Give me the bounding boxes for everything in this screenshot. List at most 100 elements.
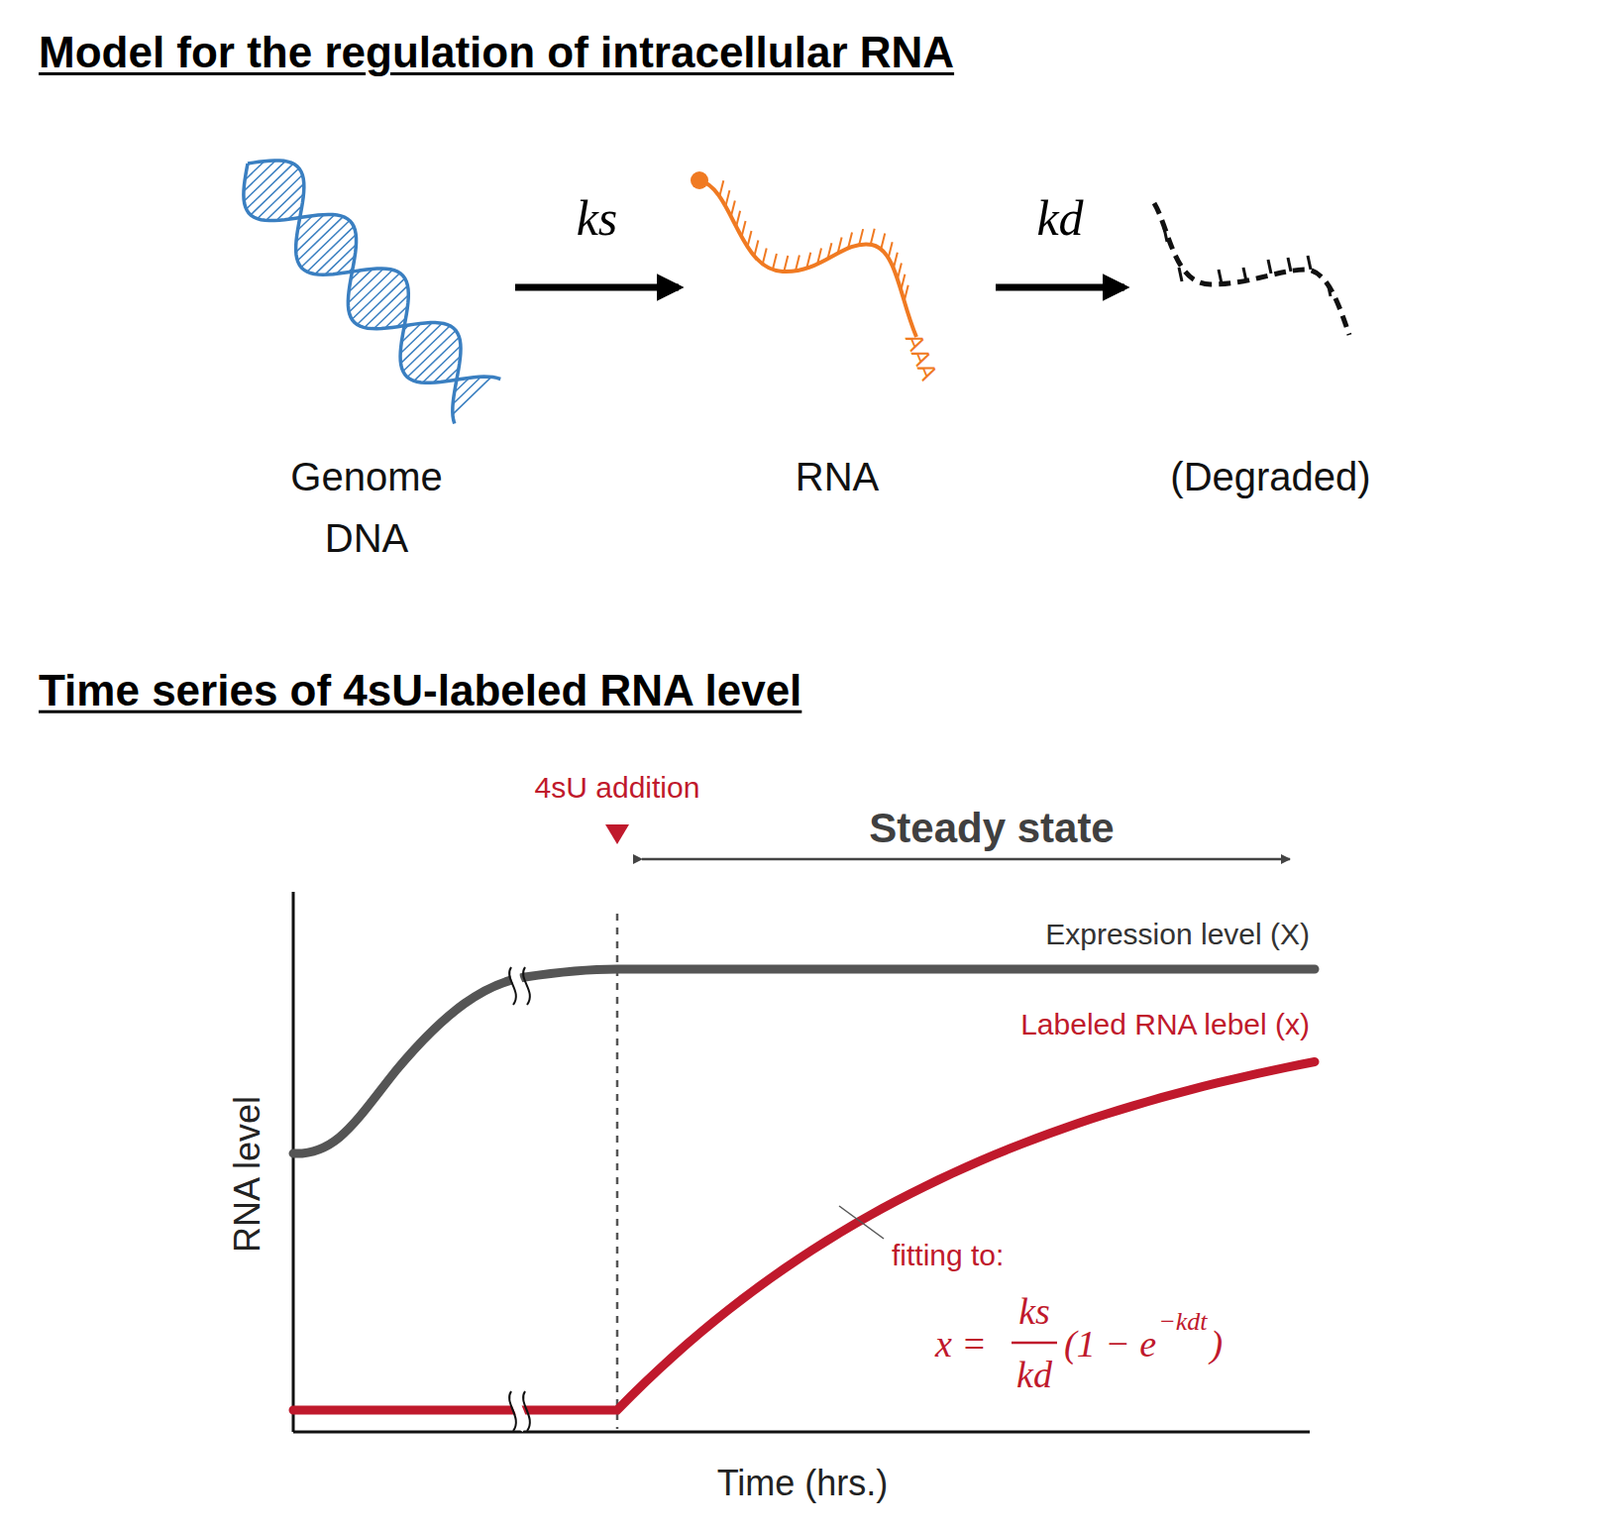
base-tick [888,241,893,258]
fragment-tick [1307,255,1311,270]
expression-curve [293,968,1315,1154]
section-title: Time series of 4sU-labeled RNA level [38,665,802,717]
base-pair [403,325,450,372]
section-title: Model for the regulation of intracellula… [38,27,955,78]
base-tick [904,285,909,302]
fragment-tick [1287,257,1291,272]
base-tick [817,248,822,265]
base-pair [403,324,410,330]
base-tick [858,228,863,245]
chart [293,824,1315,1432]
steady-state-arrow [641,857,1290,861]
base-pair [296,214,335,253]
base-tick [783,255,788,272]
base-pair [335,255,355,274]
base-tick [897,263,902,280]
formula-part: (1 − e [1064,1322,1157,1367]
fragment-tick [1218,269,1222,284]
base-pair [265,183,304,220]
base-pair [452,376,492,415]
base-pair [243,161,286,202]
base-pair [348,267,353,272]
dna-helix [243,160,501,425]
series-label: Expression level (X) [1045,917,1310,953]
base-pair [364,285,409,327]
base-tick [848,232,853,249]
labeled-curve [293,1062,1315,1410]
base-pair [276,194,305,221]
base-tick [719,180,724,197]
base-tick [736,211,741,227]
axis-title: RNA level [226,1095,268,1253]
base-tick [742,220,747,237]
base-tick [746,230,751,247]
leader-line [839,1205,884,1239]
illustrated-node: RNA [693,148,981,565]
base-pair [257,175,304,219]
rate-constant: kd [1032,189,1087,247]
base-pair [246,163,294,210]
base-tick [725,190,730,207]
base-pair [348,268,373,292]
base-tick [753,239,758,256]
base-pair [384,306,408,328]
fragment-tick [1164,227,1168,242]
base-pair [299,216,302,219]
node-label: Genome DNA [267,445,466,569]
base-pair [347,268,384,304]
fragment-tick [1268,259,1272,274]
base-tick [870,228,875,245]
illustrated-node: Genome DNA [232,148,501,569]
base-tick [795,254,800,271]
y-axis [292,891,296,1432]
base-tick [880,232,885,249]
cap-dot [690,171,709,190]
base-tick [893,252,898,269]
base-pair [401,322,422,342]
base-pair [407,329,456,377]
formula-part: x = [935,1322,987,1367]
poly-a-tail: AAA [899,329,944,385]
rna-backbone [699,180,917,337]
phase-label: Steady state [868,804,1114,853]
event-label: 4sU addition [534,770,701,806]
formula-part: −kdt [1158,1306,1207,1337]
base-pair [324,244,356,275]
addition-marker [605,824,630,845]
axis-title: Time (hrs.) [717,1462,889,1503]
base-pair [432,356,460,384]
base-tick [772,253,777,270]
base-pair [315,234,356,275]
fraction-bar [1011,1341,1058,1345]
base-tick [762,247,767,264]
base-pair [444,367,459,382]
dna-strand [243,163,461,424]
addition-line [616,913,620,1429]
base-tick [838,237,843,254]
dna-strand [247,160,501,383]
base-pair [250,168,300,215]
base-tick [806,252,811,269]
base-pair [455,378,458,381]
base-pair [396,318,406,327]
base-tick [731,200,736,216]
fragment-tick [1243,267,1247,282]
rate-constant: ks [572,189,623,247]
series-label: Labeled RNA lebel (x) [1020,1007,1310,1043]
break-mark [509,1390,531,1431]
base-pair [350,270,361,281]
base-pair [244,161,265,181]
fragment-tick [1327,282,1331,297]
base-pair [423,345,461,383]
annotation: fitting to: [891,1238,1004,1274]
base-tick [900,274,905,291]
illustrated-node: (Degraded) [1139,148,1402,565]
node-label: (Degraded) [1139,445,1402,508]
base-pair [301,220,350,268]
reaction-arrow [515,284,679,292]
base-pair [414,336,460,381]
degraded-rna [1154,203,1350,335]
